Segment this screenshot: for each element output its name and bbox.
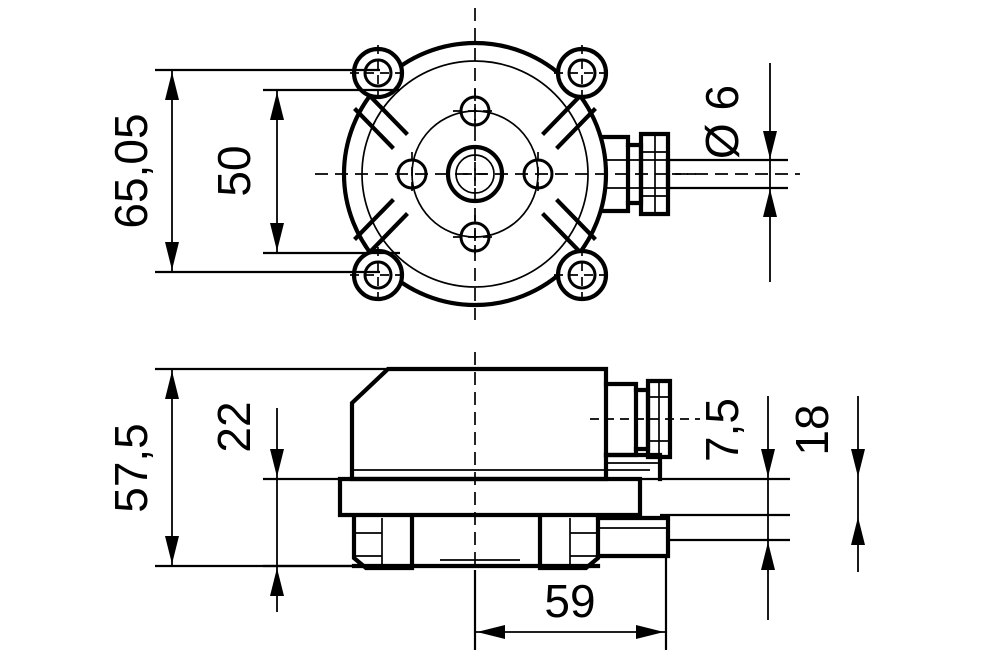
dimension-diameter-6: Ø 6 [696, 63, 777, 282]
dimension-18: 18 [786, 396, 865, 572]
dim-65-arrow-top [165, 72, 179, 100]
lug-arm-bottom-left [353, 198, 395, 241]
dimension-50: 50 [208, 88, 400, 255]
dimension-59: 59 [473, 556, 668, 650]
dimension-7-5: 7,5 [696, 396, 775, 620]
dim-18-arrow-bottom [851, 517, 865, 545]
dim-18-label: 18 [786, 404, 838, 455]
bolt-hole-south [453, 215, 497, 259]
lug-arm-top-left [353, 107, 395, 150]
base-flange [337, 476, 643, 518]
dim-18-arrow-top [851, 449, 865, 477]
dim-65-arrow-bottom [165, 242, 179, 270]
dim-50-arrow-top [270, 92, 284, 120]
lug-boss-fill-bottom-left [354, 251, 402, 299]
top-view [315, 8, 800, 320]
foot-left [351, 515, 415, 571]
dim-575-arrow-bottom [165, 536, 179, 564]
dim-75-arrow-bottom [761, 542, 775, 570]
housing-inner-circle [361, 60, 589, 288]
lug-boss-fill-top-right [558, 49, 606, 97]
lug-boss-fill-bottom-right [558, 251, 606, 299]
dimension-65-05: 65,05 [105, 68, 380, 274]
lug-arm-bottom-right [555, 198, 597, 241]
shaft-collar-1 [601, 134, 631, 214]
dim-22-arrow-bottom [270, 568, 284, 596]
front-view [337, 352, 790, 612]
foot-right [537, 515, 601, 571]
dim-22-label: 22 [208, 401, 260, 452]
dim-59-arrow-left [477, 625, 505, 639]
shaft-assembly-front [590, 378, 700, 460]
bolt-hole-west [396, 152, 428, 196]
dim-75-arrow-top [761, 449, 775, 477]
dim-d6-arrow-bottom [763, 189, 777, 217]
shaft-assembly-top [601, 131, 788, 217]
dim-65-label: 65,05 [105, 113, 157, 228]
front-shaft-nut [645, 378, 673, 460]
bolt-hole-east [522, 152, 554, 196]
mounting-lug-top-left [350, 45, 409, 150]
dimension-57-5: 57,5 [105, 367, 390, 568]
dim-d6-label: Ø 6 [696, 85, 748, 159]
center-hub-inner [455, 154, 495, 194]
mounting-lug-top-right [541, 45, 610, 150]
dimension-22: 22 [208, 401, 356, 612]
dim-59-label: 59 [544, 575, 595, 627]
dim-75-label: 7,5 [696, 398, 748, 462]
lug-arm2-top-left [367, 93, 409, 136]
dim-575-label: 57,5 [105, 423, 157, 513]
dim-59-arrow-right [636, 625, 664, 639]
lower-right-bracket [595, 515, 671, 559]
lug-arm2-bottom-left [367, 212, 409, 255]
dim-575-arrow-top [165, 371, 179, 399]
dim-50-arrow-bottom [270, 223, 284, 251]
lug-arm2-bottom-right [541, 212, 583, 255]
dim-22-arrow-top [270, 449, 284, 477]
lug-arm2-top-right [541, 93, 583, 136]
dim-50-label: 50 [208, 145, 260, 196]
lug-boss-fill-top-left [354, 49, 402, 97]
dim-d6-arrow-top [763, 131, 777, 159]
lug-arm-top-right [555, 107, 597, 150]
bolt-hole-north [453, 89, 497, 133]
housing-outer-circle [341, 40, 609, 308]
mounting-lug-bottom-right [541, 198, 610, 303]
center-hub-outer [445, 144, 505, 204]
mounting-lug-bottom-left [350, 198, 409, 303]
